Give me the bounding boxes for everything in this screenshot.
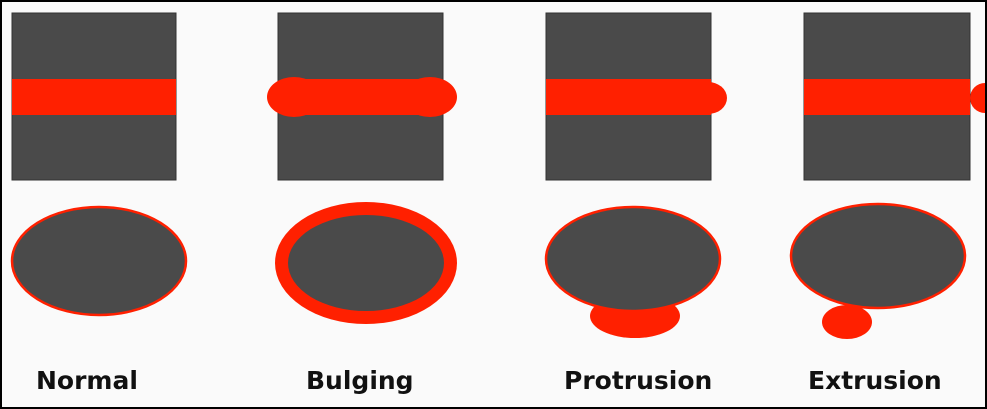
normal-side-view [12,13,176,180]
label-protrusion: Protrusion [564,368,712,393]
label-bulging: Bulging [306,368,414,393]
label-extrusion: Extrusion [808,368,942,393]
protrusion-side-herniation [689,82,727,114]
extrusion-nucleus-band [804,79,970,115]
normal-disc-cross-section [12,207,186,315]
normal-top-view [12,207,186,315]
bulging-top-view [275,202,457,324]
extrusion-disc-cross-section [791,204,965,308]
extrusion-side-fragment [970,83,987,113]
bulging-nucleus-band [292,79,432,115]
extrusion-fragment [822,305,872,339]
bulging-disc-cross-section [288,215,444,311]
normal-nucleus-band [12,79,176,115]
protrusion-nucleus-band [546,79,711,115]
protrusion-top-view [546,207,720,338]
label-normal: Normal [36,368,138,393]
extrusion-top-view [791,204,965,339]
protrusion-disc-cross-section [546,207,720,311]
extrusion-side-view [804,13,987,180]
protrusion-side-view [546,13,727,180]
bulging-side-view [267,13,457,180]
